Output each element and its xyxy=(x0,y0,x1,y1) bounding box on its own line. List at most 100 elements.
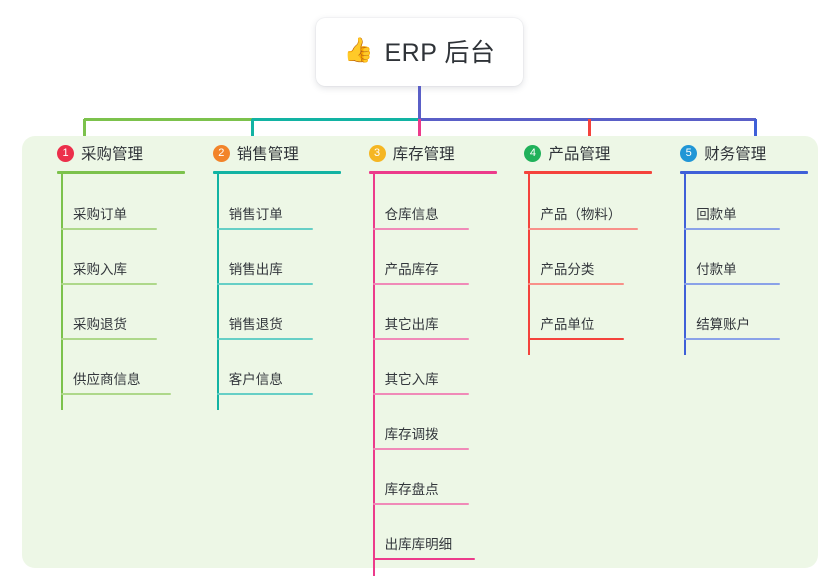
leaf-underline xyxy=(684,228,781,230)
leaf-label: 其它入库 xyxy=(384,372,439,387)
thumbs-up-icon: 👍 xyxy=(343,37,374,64)
category-underline-1 xyxy=(57,171,185,174)
category-underline-4 xyxy=(524,171,653,174)
category-header-1[interactable]: 1 采购管理 xyxy=(39,136,195,170)
leaf-underline xyxy=(528,283,625,285)
category-underline-2 xyxy=(212,171,341,174)
category-badge-1: 1 xyxy=(57,144,74,162)
category-spine-1 xyxy=(61,174,63,410)
list-item[interactable]: 产品库存 xyxy=(351,246,507,301)
category-badge-2: 2 xyxy=(212,144,230,162)
leaf-underline xyxy=(372,503,469,505)
leaf-underline xyxy=(372,283,469,285)
leaf-underline xyxy=(372,558,475,560)
category-column-2: 2 销售管理 销售订单 销售出库 销售退货 客户信息 xyxy=(195,136,351,568)
leaf-label: 结算账户 xyxy=(696,317,751,332)
list-item[interactable]: 供应商信息 xyxy=(39,356,195,411)
leaf-label: 仓库信息 xyxy=(384,207,439,222)
leaf-underline xyxy=(372,338,469,340)
leaf-underline xyxy=(372,393,469,395)
category-underline-3 xyxy=(368,171,497,174)
leaf-underline xyxy=(216,393,313,395)
root-node-card[interactable]: 👍 ERP 后台 xyxy=(316,18,523,86)
category-header-3[interactable]: 3 库存管理 xyxy=(351,136,507,170)
list-item[interactable]: 其它入库 xyxy=(351,356,507,411)
leaf-underline xyxy=(684,283,781,285)
list-item[interactable]: 采购入库 xyxy=(39,246,195,301)
list-item[interactable]: 结算账户 xyxy=(662,301,818,356)
category-column-1: 1 采购管理 采购订单 采购入库 采购退货 供应商信息 xyxy=(39,136,195,568)
leaf-label: 客户信息 xyxy=(228,372,283,387)
category-badge-5: 5 xyxy=(680,144,698,162)
leaf-underline xyxy=(528,338,625,340)
leaf-label: 产品库存 xyxy=(384,262,439,277)
category-header-2[interactable]: 2 销售管理 xyxy=(195,136,351,170)
category-header-4[interactable]: 4 产品管理 xyxy=(506,136,662,170)
leaf-underline xyxy=(61,228,157,230)
category-badge-4: 4 xyxy=(524,144,542,162)
list-item[interactable]: 库存盘点 xyxy=(351,466,507,521)
list-item[interactable]: 付款单 xyxy=(662,246,818,301)
category-spine-5 xyxy=(684,174,687,355)
list-item[interactable]: 产品（物料） xyxy=(506,191,662,246)
leaf-label: 产品单位 xyxy=(540,317,595,332)
root-node-title: ERP 后台 xyxy=(384,39,496,67)
list-item[interactable]: 销售订单 xyxy=(195,191,351,246)
list-item[interactable]: 库存调拨 xyxy=(351,411,507,466)
category-spine-3 xyxy=(372,174,375,576)
category-label-1: 采购管理 xyxy=(81,146,144,163)
leaf-underline xyxy=(372,228,469,230)
list-item[interactable]: 客户信息 xyxy=(195,356,351,411)
leaf-label: 销售退货 xyxy=(228,317,283,332)
root-node-content: 👍 ERP 后台 xyxy=(344,33,496,69)
list-item[interactable]: 其它出库 xyxy=(351,301,507,356)
list-item[interactable]: 采购退货 xyxy=(39,301,195,356)
leaf-label: 供应商信息 xyxy=(73,372,141,387)
list-item[interactable]: 采购订单 xyxy=(39,191,195,246)
list-item[interactable]: 销售出库 xyxy=(195,246,351,301)
category-label-4: 产品管理 xyxy=(548,146,611,163)
leaf-label: 采购退货 xyxy=(73,317,127,332)
leaf-underline xyxy=(216,283,313,285)
leaf-label: 其它出库 xyxy=(384,317,439,332)
category-header-5[interactable]: 5 财务管理 xyxy=(662,136,818,170)
category-label-5: 财务管理 xyxy=(704,146,767,163)
leaf-underline xyxy=(684,338,781,340)
category-underline-5 xyxy=(680,171,809,174)
list-item[interactable]: 出库库明细 xyxy=(351,521,507,576)
leaf-underline xyxy=(372,448,469,450)
list-item[interactable]: 产品分类 xyxy=(506,246,662,301)
leaf-underline xyxy=(528,228,639,230)
category-column-5: 5 财务管理 回款单 付款单 结算账户 xyxy=(662,136,818,568)
leaf-label: 库存盘点 xyxy=(384,482,439,497)
category-items-1: 采购订单 采购入库 采购退货 供应商信息 xyxy=(39,170,195,411)
leaf-label: 采购入库 xyxy=(73,262,127,277)
leaf-underline xyxy=(216,338,313,340)
category-badge-3: 3 xyxy=(368,144,386,162)
list-item[interactable]: 仓库信息 xyxy=(351,191,507,246)
leaf-label: 销售订单 xyxy=(228,207,283,222)
leaf-label: 出库库明细 xyxy=(384,537,453,552)
leaf-label: 销售出库 xyxy=(228,262,283,277)
category-items-5: 回款单 付款单 结算账户 xyxy=(662,170,818,356)
leaf-label: 付款单 xyxy=(696,262,737,277)
leaf-underline xyxy=(61,338,157,340)
leaf-label: 产品（物料） xyxy=(540,207,622,222)
list-item[interactable]: 产品单位 xyxy=(506,301,662,356)
leaf-label: 采购订单 xyxy=(73,207,127,222)
category-column-4: 4 产品管理 产品（物料） 产品分类 产品单位 xyxy=(506,136,662,568)
leaf-underline xyxy=(61,283,157,285)
category-columns: 1 采购管理 采购订单 采购入库 采购退货 供应商信息 xyxy=(22,136,818,576)
list-item[interactable]: 回款单 xyxy=(662,191,818,246)
category-label-3: 库存管理 xyxy=(392,146,455,163)
category-spine-2 xyxy=(216,174,219,410)
category-items-3: 仓库信息 产品库存 其它出库 其它入库 库存调拨 xyxy=(351,170,507,576)
category-items-4: 产品（物料） 产品分类 产品单位 xyxy=(506,170,662,356)
leaf-underline xyxy=(216,228,313,230)
leaf-label: 产品分类 xyxy=(540,262,595,277)
leaf-underline xyxy=(61,393,171,395)
category-column-3: 3 库存管理 仓库信息 产品库存 其它出库 其它入库 xyxy=(351,136,507,576)
category-spine-4 xyxy=(528,174,531,355)
list-item[interactable]: 销售退货 xyxy=(195,301,351,356)
